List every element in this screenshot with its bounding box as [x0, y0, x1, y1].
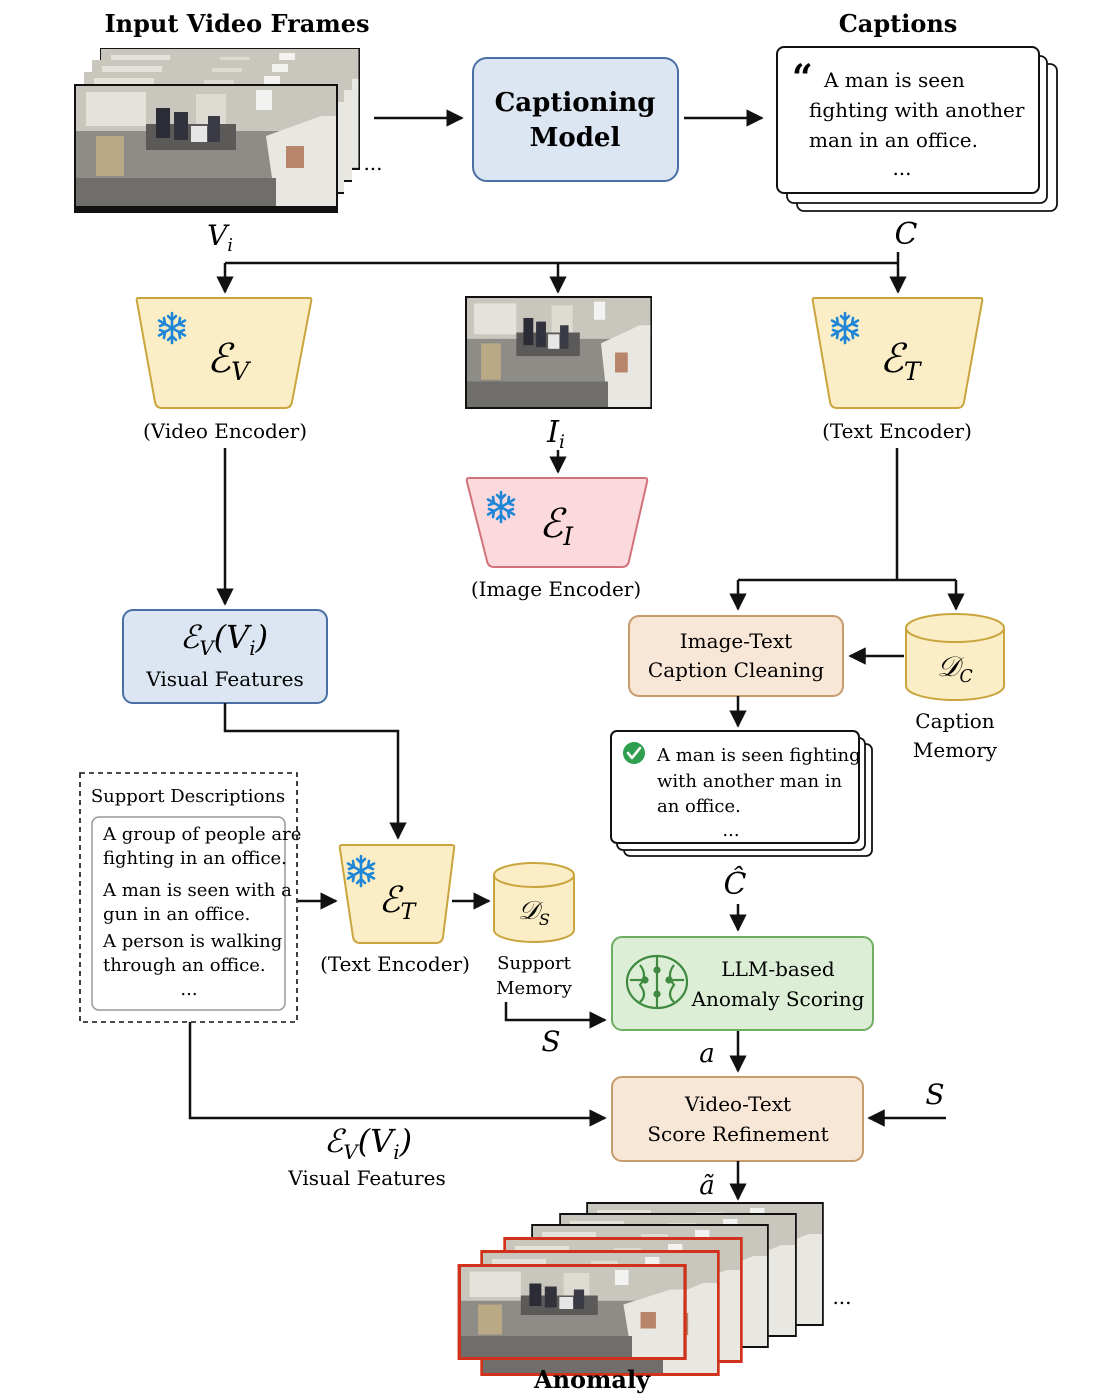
visual-features-box: ℰV(Vi) Visual Features [122, 609, 328, 704]
text-encoder-2: ℰT [338, 844, 456, 944]
svg-text:Captioning: Captioning [495, 88, 656, 118]
keyframe-image [465, 296, 652, 409]
bottom-visual-features-label: ℰV(Vi) Visual Features [287, 1122, 445, 1190]
caption-line-2: fighting with another [809, 98, 1025, 122]
output-frame-front [457, 1264, 687, 1360]
support-memory-db: 𝒟S [493, 862, 575, 943]
svg-text:with another man in: with another man in [657, 771, 843, 792]
symbol-s-right: S [925, 1078, 944, 1111]
captions-title: Captions [839, 9, 958, 38]
svg-text:ℰI: ℰI [539, 501, 574, 551]
score-refinement-box: Video-Text Score Refinement [611, 1076, 864, 1162]
input-frame-stack [74, 48, 360, 213]
svg-text:Anomaly Scoring: Anomaly Scoring [691, 987, 865, 1011]
svg-text:ℰV: ℰV [207, 336, 252, 386]
input-frames-title: Input Video Frames [104, 9, 369, 38]
support-memory-label-2: Memory [496, 978, 573, 999]
symbol-s-support: S [541, 1025, 560, 1058]
caption-memory-label-2: Memory [913, 738, 998, 762]
svg-text:Video-Text: Video-Text [684, 1092, 791, 1116]
svg-text:A man is seen fighting: A man is seen fighting [656, 745, 861, 766]
support-desc-2-line-2: gun in an office. [103, 904, 250, 925]
support-desc-3-line-2: through an office. [103, 955, 266, 976]
support-descriptions-panel: Support Descriptions A group of people a… [79, 772, 301, 1023]
svg-text:...: ... [180, 979, 197, 1000]
caption-line-1: A man is seen [823, 68, 965, 92]
svg-text:LLM-based: LLM-based [721, 957, 835, 981]
svg-text:an office.: an office. [657, 796, 741, 817]
text-encoder-split [729, 448, 965, 611]
support-desc-3-line-1: A person is walking [102, 931, 282, 952]
keyframe-symbol: Ii [546, 415, 565, 453]
support-desc-2-line-1: A man is seen with a [102, 880, 292, 901]
caption-line-3: man in an office. [809, 128, 978, 152]
captioning-model-box: Captioning Model [472, 57, 679, 182]
svg-text:ℰV(Vi): ℰV(Vi) [324, 1122, 412, 1164]
caption-memory-label-1: Caption [915, 709, 995, 733]
svg-text:Support Descriptions: Support Descriptions [91, 786, 285, 807]
output-frame-stack [457, 1202, 824, 1376]
caption-ellipsis: ... [892, 156, 911, 180]
svg-text:ℰT: ℰT [379, 880, 418, 925]
svg-text:Image-Text: Image-Text [680, 629, 792, 653]
caption-cleaning-box: Image-Text Caption Cleaning [628, 615, 844, 697]
brain-icon [625, 954, 689, 1010]
svg-text:...: ... [722, 820, 739, 841]
captions-symbol: C [895, 217, 918, 252]
video-encoder-label: (Video Encoder) [143, 419, 307, 443]
input-frame-front [74, 84, 338, 213]
anomaly-title: Anomaly [533, 1365, 651, 1394]
svg-text:ℰT: ℰT [880, 336, 923, 386]
svg-text:Visual Features: Visual Features [145, 667, 303, 691]
check-icon [623, 742, 645, 764]
input-symbol: Vi [207, 219, 233, 256]
llm-scoring-box: LLM-based Anomaly Scoring [611, 936, 874, 1031]
distribution-connector [216, 252, 907, 294]
svg-text:Visual Features: Visual Features [287, 1166, 445, 1190]
svg-text:Score Refinement: Score Refinement [647, 1122, 828, 1146]
symbol-a: a [699, 1039, 715, 1069]
svg-text:Model: Model [530, 123, 621, 153]
quote-icon: “ [792, 57, 813, 99]
support-memory-label-1: Support [497, 953, 571, 974]
arrow-features-to-text-encoder-2 [223, 703, 407, 840]
arrow-support-memory-to-llm [504, 1002, 607, 1029]
support-desc-1-line-1: A group of people are [102, 824, 301, 845]
image-encoder: ℰI [465, 477, 649, 568]
svg-text:Caption Cleaning: Caption Cleaning [648, 658, 824, 682]
cleaned-captions-symbol: Ĉ [724, 866, 747, 902]
symbol-a-tilde: ã [699, 1171, 715, 1201]
captions-card-stack: “ A man is seen fighting with another ma… [776, 46, 1058, 212]
svg-text:ℰV(Vi): ℰV(Vi) [180, 618, 268, 660]
support-desc-1-line-2: fighting in an office. [103, 848, 287, 869]
caption-memory-db: 𝒟C [905, 613, 1005, 701]
cleaned-captions-card-stack: A man is seen fighting with another man … [610, 730, 873, 857]
video-encoder: ℰV [135, 297, 313, 409]
output-ellipsis: ... [832, 1285, 851, 1309]
text-encoder-2-label: (Text Encoder) [320, 952, 470, 976]
arrow-support-to-refinement [188, 1022, 607, 1127]
image-encoder-label: (Image Encoder) [471, 577, 641, 601]
input-frames-ellipsis: ... [363, 151, 382, 175]
text-encoder: ℰT [811, 297, 984, 409]
text-encoder-label: (Text Encoder) [822, 419, 972, 443]
